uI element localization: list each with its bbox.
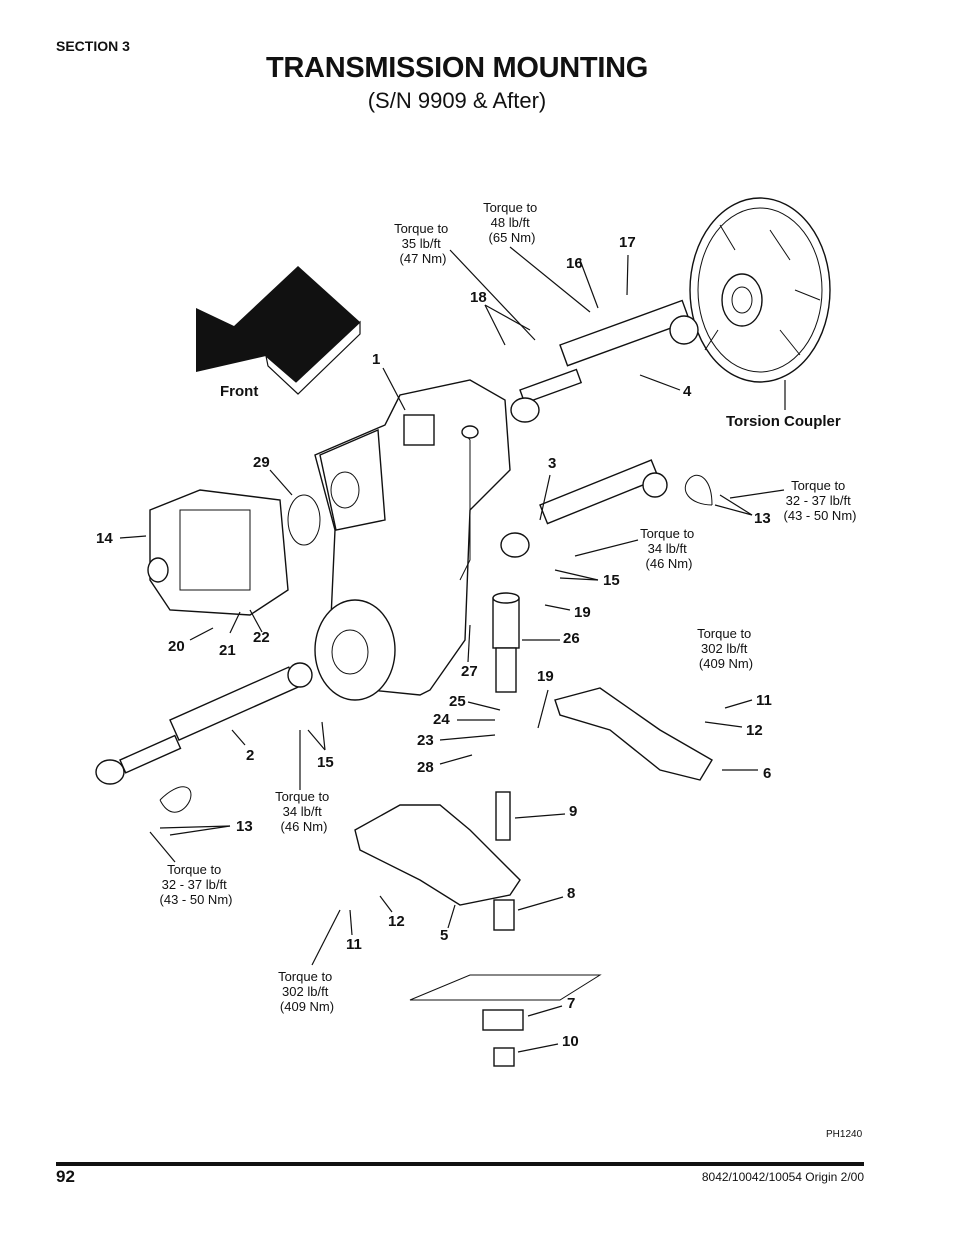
torque-note-302-front: Torque to 302 lb/ft (409 Nm) — [278, 969, 336, 1014]
callout-14: 14 — [96, 530, 113, 547]
page-title: TRANSMISSION MOUNTING — [266, 52, 648, 84]
callout-12-rear: 12 — [746, 722, 763, 739]
hydraulic-pump — [147, 489, 289, 616]
nut-10 — [493, 1047, 515, 1067]
doc-reference: 8042/10042/10054 Origin 2/00 — [701, 1170, 864, 1184]
callout-9: 9 — [569, 803, 577, 820]
callout-16: 16 — [566, 255, 583, 272]
callout-4: 4 — [683, 383, 692, 400]
callout-13-upper: 13 — [754, 510, 771, 527]
callout-22: 22 — [253, 629, 270, 646]
callout-12-front: 12 — [388, 913, 405, 930]
u-bolt-lower — [159, 786, 192, 813]
callout-1: 1 — [372, 351, 380, 368]
frame-rail — [409, 974, 602, 1001]
mount-bracket-front — [354, 804, 521, 906]
callout-19-upper: 19 — [574, 604, 591, 621]
torque-note-34-upper: Torque to 34 lb/ft (46 Nm) — [640, 526, 698, 571]
torque-note-302-rear: Torque to 302 lb/ft (409 Nm) — [697, 626, 755, 671]
callout-15-upper: 15 — [603, 572, 620, 589]
callout-25: 25 — [449, 693, 466, 710]
callout-7: 7 — [567, 995, 575, 1012]
bolt-9 — [495, 791, 511, 841]
callout-15-lower: 15 — [317, 754, 334, 771]
callout-23: 23 — [417, 732, 434, 749]
footer-rule — [56, 1162, 864, 1166]
callout-13-lower: 13 — [236, 818, 253, 835]
page-number: 92 — [56, 1167, 75, 1186]
drive-shaft-lower — [95, 662, 313, 785]
spacer-8 — [493, 899, 515, 931]
page-subtitle: (S/N 9909 & After) — [367, 88, 547, 113]
callout-24: 24 — [433, 711, 450, 728]
callout-29: 29 — [253, 454, 270, 471]
torque-note-35: Torque to 35 lb/ft (47 Nm) — [394, 221, 452, 266]
callout-6: 6 — [763, 765, 771, 782]
torque-note-48: Torque to 48 lb/ft (65 Nm) — [483, 200, 541, 245]
callout-8: 8 — [567, 885, 575, 902]
mount-bracket-rear — [554, 687, 713, 781]
callout-28: 28 — [417, 759, 434, 776]
callout-17: 17 — [619, 234, 636, 251]
transmission-housing — [314, 379, 511, 701]
callout-21: 21 — [219, 642, 236, 659]
front-label: Front — [220, 383, 258, 400]
front-arrow-icon — [196, 266, 361, 395]
section-label: SECTION 3 — [56, 38, 130, 54]
drive-shaft-upper — [510, 299, 699, 423]
drive-shaft-middle — [500, 459, 668, 558]
callout-26: 26 — [563, 630, 580, 647]
callout-11-rear: 11 — [756, 692, 772, 709]
callout-19-lower: 19 — [537, 668, 554, 685]
u-bolt-upper — [684, 474, 713, 506]
callout-27: 27 — [461, 663, 478, 680]
callout-18: 18 — [470, 289, 487, 306]
leader-lines — [119, 246, 786, 1053]
callout-11-front: 11 — [346, 936, 362, 953]
figure-id: PH1240 — [826, 1129, 863, 1140]
torque-note-34-lower: Torque to 34 lb/ft (46 Nm) — [275, 789, 333, 834]
callout-20: 20 — [168, 638, 185, 655]
plate-7 — [482, 1009, 524, 1031]
shock-absorber — [492, 592, 520, 693]
o-ring — [287, 494, 321, 546]
callout-2: 2 — [246, 747, 254, 764]
callout-5: 5 — [440, 927, 448, 944]
callout-10: 10 — [562, 1033, 579, 1050]
torsion-coupler-label: Torsion Coupler — [726, 413, 841, 430]
torque-note-32-lower: Torque to 32 - 37 lb/ft (43 - 50 Nm) — [160, 862, 233, 907]
torsion-coupler-disc — [689, 197, 831, 383]
torque-note-32-upper: Torque to 32 - 37 lb/ft (43 - 50 Nm) — [784, 478, 857, 523]
callout-3: 3 — [548, 455, 556, 472]
